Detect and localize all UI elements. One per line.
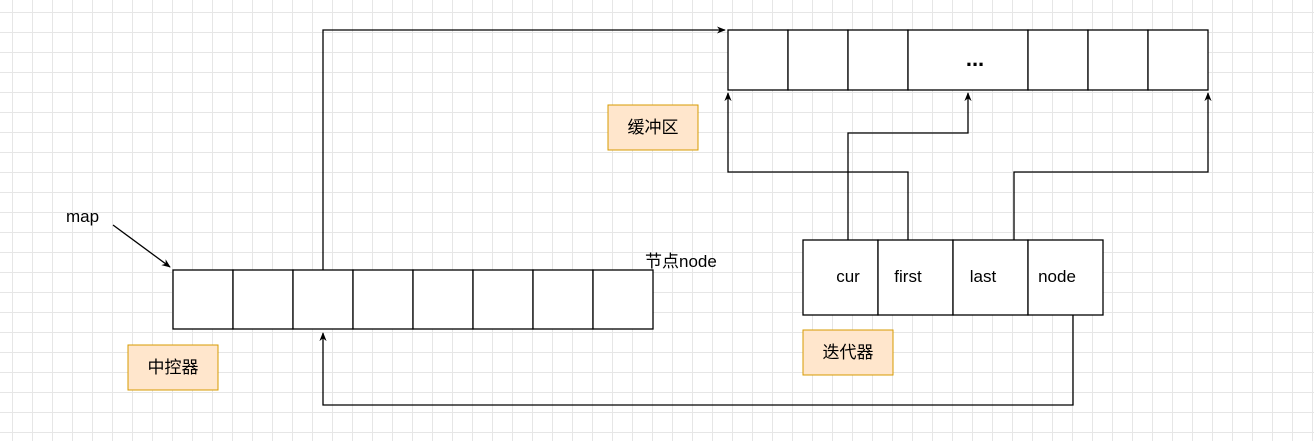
first-arrow	[847, 92, 972, 240]
map-label: map	[66, 207, 99, 226]
map-cell	[292, 269, 354, 330]
iterator-tag-label: 迭代器	[823, 343, 874, 362]
map-pointer-arrow	[112, 224, 171, 268]
buffer-array: ...	[727, 29, 1209, 91]
map-cell	[172, 269, 234, 330]
map-tag-label: 中控器	[148, 358, 199, 377]
map-cell	[592, 269, 654, 330]
iterator-cell-cur	[802, 239, 879, 316]
connectors	[112, 26, 1212, 406]
iterator-cur-label: cur	[836, 267, 860, 286]
iterator-struct: cur first last node	[802, 239, 1104, 316]
map-to-buffer-arrow	[322, 26, 726, 270]
iterator-tag: 迭代器	[802, 329, 894, 376]
buffer-cell	[1027, 29, 1089, 91]
buffer-cell-ellipsis	[907, 29, 1029, 91]
map-cell	[352, 269, 414, 330]
buffer-tag-label: 缓冲区	[628, 118, 679, 137]
node-arrow	[319, 315, 1074, 406]
map-cell	[232, 269, 294, 330]
buffer-cell	[1087, 29, 1149, 91]
cur-arrow	[724, 92, 909, 240]
map-array	[172, 269, 654, 330]
map-cell	[472, 269, 534, 330]
node-label: 节点node	[645, 252, 717, 271]
iterator-first-label: first	[894, 267, 922, 286]
buffer-tag: 缓冲区	[607, 104, 699, 151]
buffer-cell	[847, 29, 909, 91]
map-tag: 中控器	[127, 344, 219, 391]
last-arrow	[1013, 92, 1212, 240]
iterator-node-label: node	[1038, 267, 1076, 286]
buffer-cell	[787, 29, 849, 91]
buffer-cell	[727, 29, 789, 91]
buffer-cell	[1147, 29, 1209, 91]
buffer-ellipsis-text: ...	[966, 46, 984, 71]
iterator-last-label: last	[970, 267, 997, 286]
iterator-cell-node	[1027, 239, 1104, 316]
map-cell	[532, 269, 594, 330]
map-cell	[412, 269, 474, 330]
iterator-cell-first	[877, 239, 954, 316]
